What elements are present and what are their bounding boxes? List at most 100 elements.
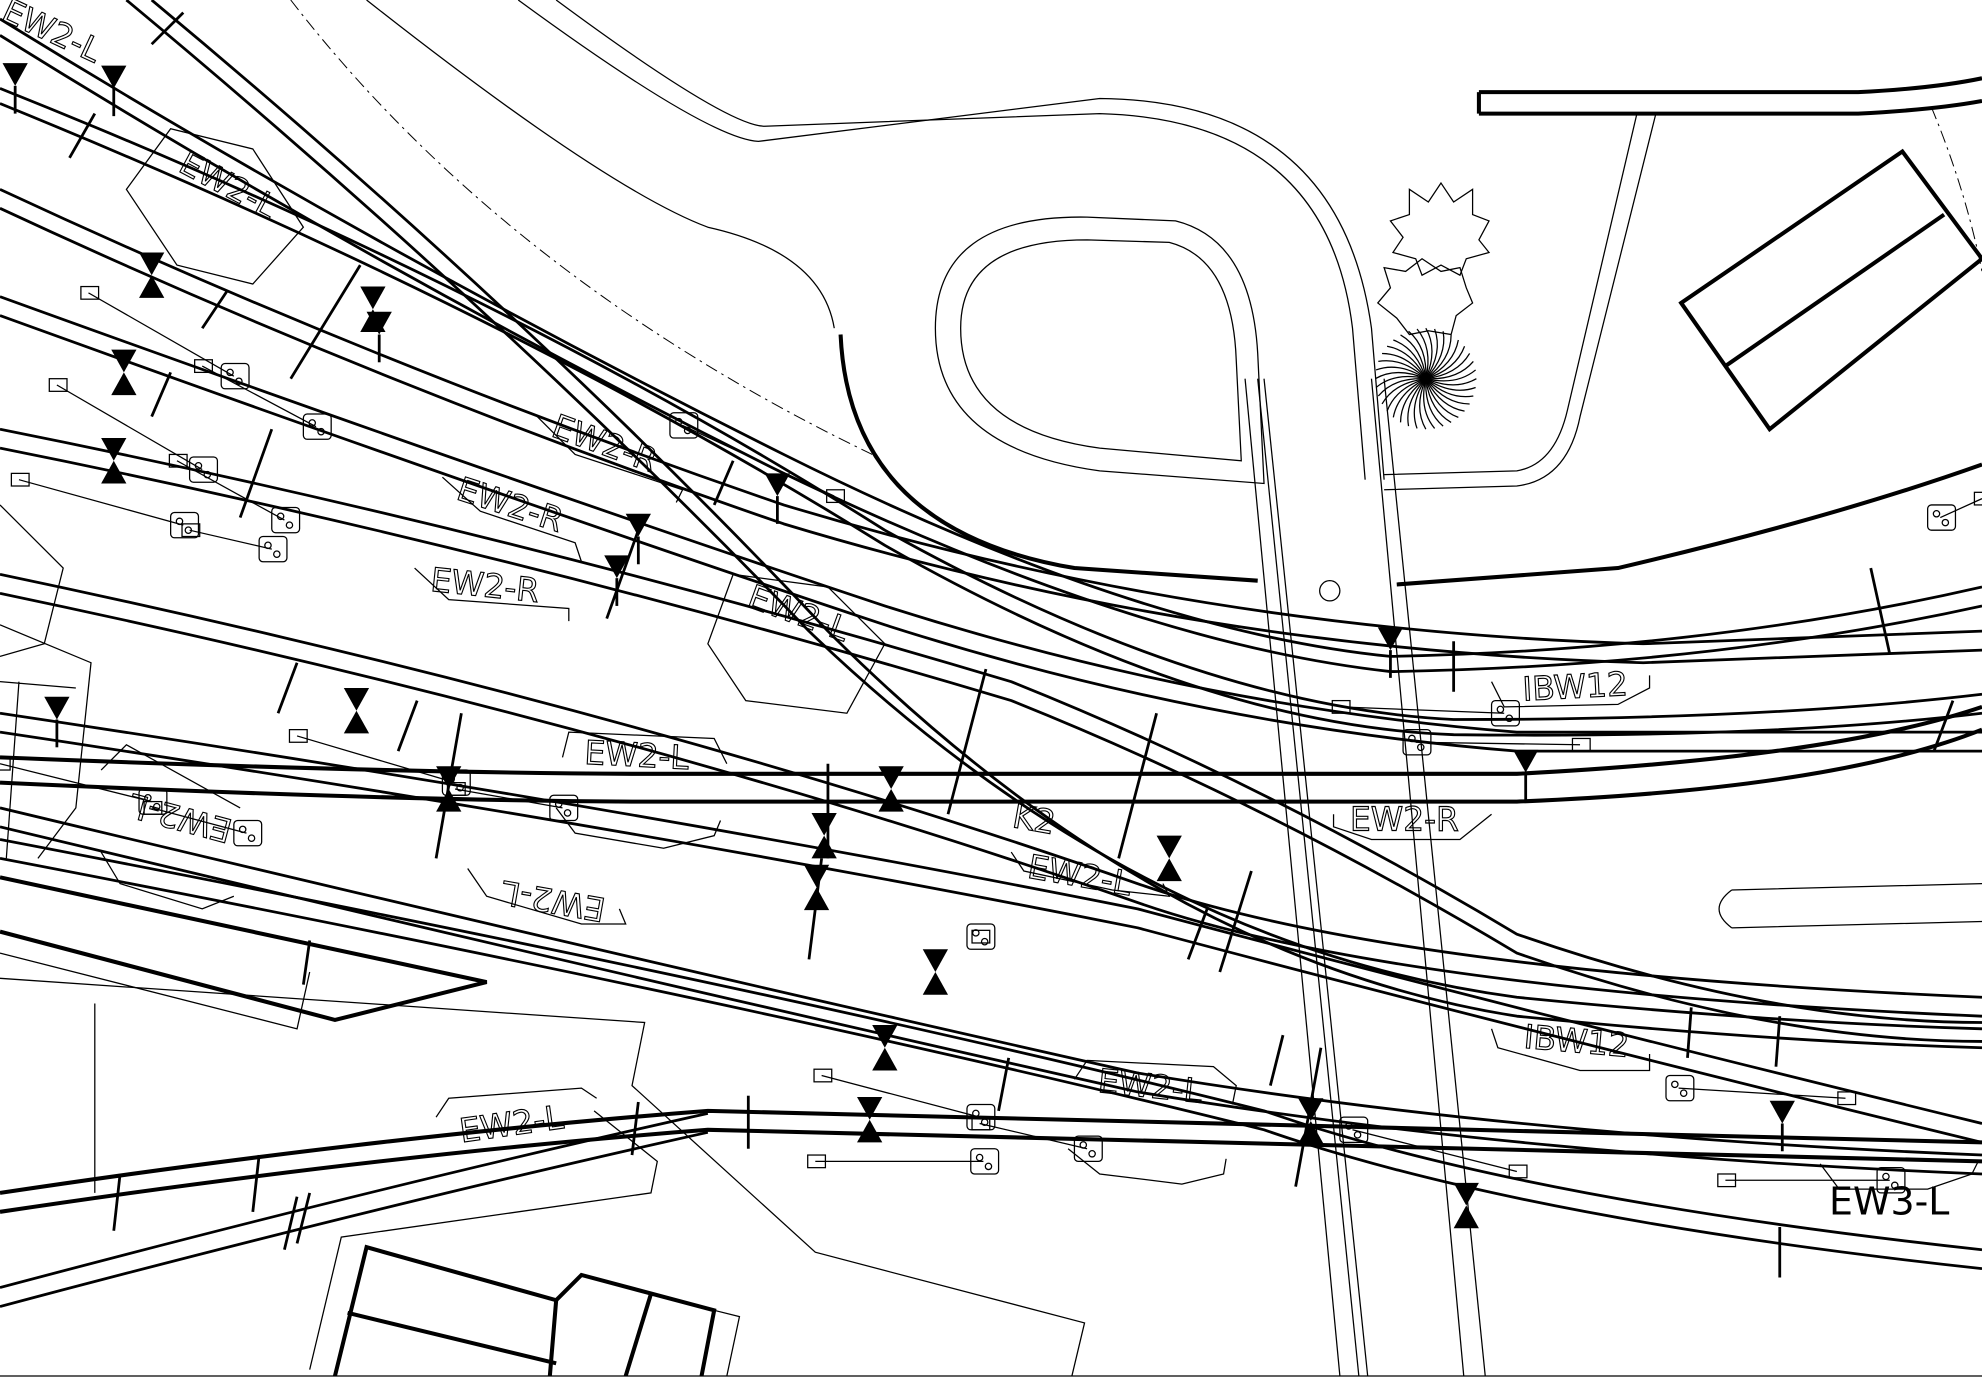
insulated-joint	[68, 112, 97, 159]
signal-icon	[101, 65, 127, 89]
label-ew2-r: EW2-R	[1350, 801, 1459, 839]
insulated-joint	[201, 289, 229, 329]
tree-branch	[1425, 369, 1477, 382]
tree-branch	[1425, 378, 1465, 412]
tree-branch	[1377, 377, 1426, 397]
tree-branch	[1425, 328, 1438, 380]
signal-icon	[436, 788, 462, 812]
insulated-joint	[112, 1173, 122, 1231]
tree-branch	[1419, 378, 1427, 430]
label-ew2-l: EW2-L	[0, 0, 108, 70]
tree-branch	[1400, 334, 1427, 379]
signal-icon	[604, 555, 630, 579]
insulated-joint	[276, 662, 299, 714]
insulated-joint	[1269, 1034, 1285, 1086]
tree-icon	[1389, 181, 1491, 277]
tree-branch	[1375, 366, 1427, 380]
signal-markers	[2, 63, 1795, 1229]
label-ew3-l: EW3-L	[1829, 1179, 1949, 1223]
point-machines	[0, 285, 1982, 1194]
label-k2: K2	[1010, 797, 1058, 842]
point-machine	[966, 923, 996, 950]
tree-branch	[1425, 378, 1476, 391]
tree-branch	[1425, 327, 1433, 379]
signal-icon	[1513, 749, 1539, 773]
tree-branch	[1399, 378, 1427, 423]
insulated-joint	[997, 1057, 1011, 1112]
signal-icon	[343, 687, 370, 711]
tree-branch	[1425, 339, 1459, 380]
label-ibw12: IBW12	[1522, 665, 1629, 708]
tree-branch	[1425, 331, 1445, 380]
signal-icon	[366, 311, 392, 335]
point-machine	[971, 1116, 1103, 1162]
tree-branch	[1382, 352, 1427, 380]
tree-branch	[1378, 360, 1427, 380]
insulated-joint	[1869, 567, 1892, 655]
tree-branch	[1425, 346, 1466, 380]
tree-branch	[1374, 371, 1427, 380]
point-machine	[1927, 491, 1982, 531]
tree-branch	[1425, 353, 1471, 380]
point-machine	[1339, 1116, 1528, 1179]
track-ticks	[68, 11, 1955, 1278]
signal-icon	[139, 275, 165, 298]
signal-icon	[1298, 1120, 1324, 1144]
label-outlines	[100, 128, 1979, 1190]
point-machine	[813, 1068, 996, 1131]
point-machine	[181, 523, 288, 563]
tree-branch	[1423, 378, 1436, 429]
point-machine	[48, 378, 219, 483]
tree-branch	[1425, 334, 1452, 380]
point-machine	[807, 1148, 1000, 1175]
insulated-joint	[1932, 700, 1955, 752]
point-machine	[168, 453, 301, 534]
signal-icon	[872, 1025, 898, 1048]
insulated-joint	[605, 529, 640, 620]
signal-icon	[922, 972, 949, 995]
tree-branch	[1393, 339, 1427, 379]
insulated-joint	[301, 940, 312, 985]
label-ibw12: IBW12	[1522, 1018, 1630, 1065]
insulated-joint	[396, 700, 419, 752]
tree-branch	[1386, 345, 1427, 379]
tree-branch	[1375, 375, 1426, 388]
signal-icon	[360, 286, 386, 310]
signal-icon	[2, 63, 28, 86]
signal-icon	[764, 473, 791, 497]
insulated-joint	[251, 1154, 261, 1212]
tree-branch	[1386, 378, 1427, 412]
signal-icon	[1769, 1100, 1795, 1124]
insulated-joint	[1218, 870, 1253, 973]
insulated-joint	[295, 1192, 312, 1244]
signal-icon	[111, 349, 137, 373]
signal-icon	[803, 887, 830, 911]
insulated-joint	[150, 11, 185, 46]
label-ew2-l: EW2-L	[498, 873, 608, 929]
insulated-joint	[1186, 908, 1209, 960]
tree-branch	[1425, 378, 1470, 405]
signal-icon	[811, 835, 837, 859]
insulated-joint	[289, 264, 362, 380]
point-machine	[1665, 1074, 1857, 1106]
point-machine	[446, 782, 579, 822]
insulated-joint	[1774, 1016, 1782, 1067]
label-ew2-l: EW2-L	[125, 786, 236, 850]
label-ew2-r: EW2-R	[547, 407, 662, 480]
insulated-joint	[238, 428, 274, 519]
tree-branch	[1425, 378, 1474, 398]
tree-branch	[1408, 330, 1427, 379]
point-machine	[669, 412, 846, 504]
label-ew2-l: EW2-L	[1096, 1062, 1204, 1111]
point-machine	[10, 472, 200, 539]
insulated-joint	[630, 1101, 640, 1156]
signal-icon	[139, 252, 165, 276]
signal-icon	[857, 1096, 883, 1120]
signal-icon	[1156, 835, 1182, 859]
label-ew2-r: EW2-R	[453, 470, 568, 540]
signal-icon	[625, 513, 651, 537]
tree-branch	[1425, 361, 1474, 380]
